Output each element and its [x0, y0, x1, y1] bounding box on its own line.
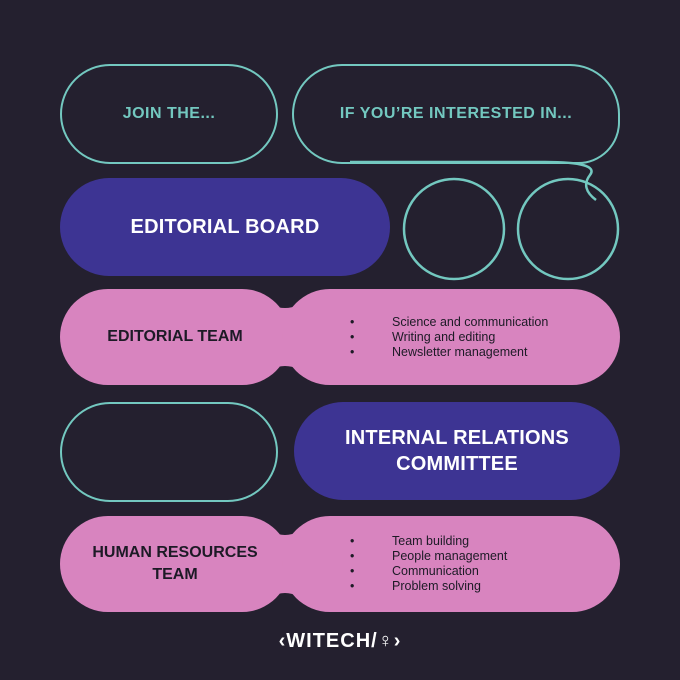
logo-close-bracket: › — [393, 630, 402, 652]
hr-team-title: HUMAN RESOURCES TEAM — [92, 544, 258, 583]
empty-outline-pill — [60, 402, 278, 502]
hr-team-interests-list: Team building People management Communic… — [350, 534, 507, 594]
interested-heading-pill: IF YOU’RE INTERESTED IN... — [292, 64, 620, 164]
editorial-team-interests-pill: Science and communication Writing and ed… — [282, 289, 620, 385]
hr-team-pill: HUMAN RESOURCES TEAM — [60, 516, 290, 612]
internal-relations-pill: INTERNAL RELATIONS COMMITTEE — [294, 402, 620, 500]
list-item: Team building — [350, 534, 507, 549]
list-item: Newsletter management — [350, 345, 548, 360]
editorial-board-title: EDITORIAL BOARD — [130, 216, 320, 238]
list-item: Problem solving — [350, 579, 507, 594]
logo-open-bracket: ‹ — [278, 630, 287, 652]
venus-icon: ♀ — [377, 630, 394, 652]
editorial-team-title: EDITORIAL TEAM — [107, 328, 243, 345]
join-heading-pill: JOIN THE... — [60, 64, 278, 164]
outline-circle-left — [402, 177, 506, 281]
internal-relations-title: INTERNAL RELATIONS COMMITTEE — [345, 427, 569, 475]
hr-team-interests-pill: Team building People management Communic… — [282, 516, 620, 612]
witech-logo: ‹WITECH/♀› — [0, 630, 680, 653]
list-item: Science and communication — [350, 315, 548, 330]
outline-circle-right — [516, 177, 620, 281]
list-item: Writing and editing — [350, 330, 548, 345]
editorial-board-pill: EDITORIAL BOARD — [60, 178, 390, 276]
editorial-team-pill: EDITORIAL TEAM — [60, 289, 290, 385]
join-heading: JOIN THE... — [122, 105, 216, 122]
list-item: People management — [350, 549, 507, 564]
list-item: Communication — [350, 564, 507, 579]
interested-heading: IF YOU’RE INTERESTED IN... — [339, 105, 573, 122]
editorial-team-interests-list: Science and communication Writing and ed… — [350, 315, 548, 360]
logo-name: WITECH/ — [286, 630, 378, 652]
